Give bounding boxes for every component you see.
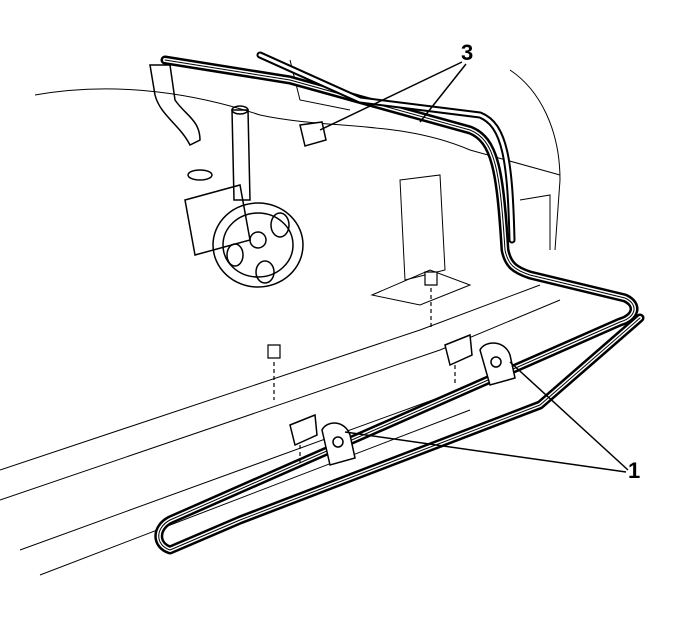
bolts — [267, 271, 456, 465]
callout-1: 1 — [628, 458, 641, 483]
leader-lines — [319, 61, 629, 473]
pipe-assembly — [154, 51, 645, 555]
callout-3: 3 — [461, 40, 474, 65]
connector-3 — [299, 121, 327, 147]
pipe-clips — [289, 121, 516, 466]
bracket-upper — [444, 333, 473, 367]
power-steering-pump — [149, 64, 304, 288]
bracket-lower — [289, 413, 318, 447]
